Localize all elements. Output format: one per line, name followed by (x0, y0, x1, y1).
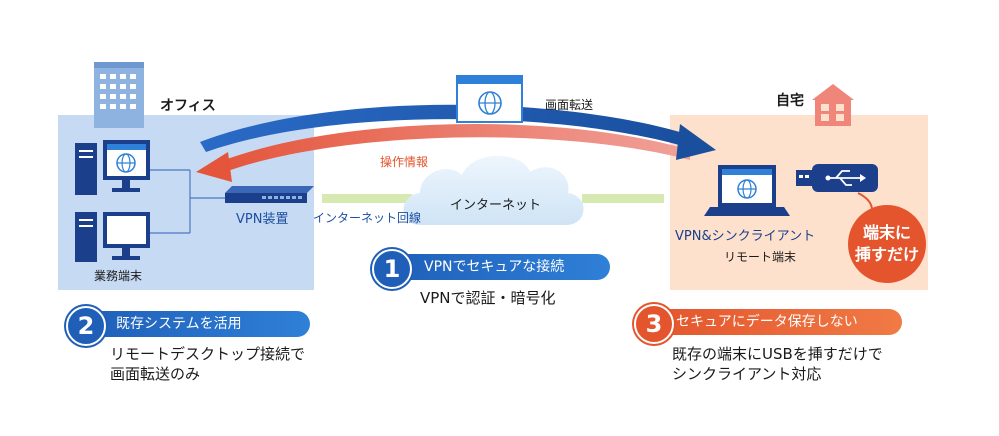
point1-number: 1 (372, 249, 412, 289)
vpn-thin-client-label: VPN&シンクライアント (675, 229, 816, 244)
business-terminal-label: 業務端末 (94, 269, 143, 283)
point1-title: VPNでセキュアな接続 (424, 259, 565, 275)
office-lan-lines (150, 169, 225, 234)
vpn-device-icon (225, 186, 314, 203)
desktop-pc-icon (75, 140, 150, 195)
business-terminal-icon (75, 212, 150, 262)
point2-title-pill: 既存システムを活用 (84, 311, 310, 337)
internet-line-left (322, 194, 412, 203)
badge-line2: 挿すだけ (854, 245, 919, 264)
point3-desc-line2: シンクライアント対応 (672, 365, 822, 383)
internet-cloud-icon (403, 155, 584, 225)
point3-title-pill: セキュアにデータ保存しない (652, 309, 902, 335)
point3-desc-line1: 既存の端末にUSBを挿すだけで (672, 345, 883, 363)
point3-title: セキュアにデータ保存しない (676, 314, 858, 330)
internet-line-label: インターネット回線 (313, 211, 422, 225)
internet-label: インターネット (450, 198, 542, 213)
house-icon (812, 84, 854, 126)
screen-transfer-label: 画面転送 (545, 98, 594, 112)
badge-line1: 端末に (862, 223, 911, 242)
operation-arrow (196, 123, 690, 182)
laptop-icon (704, 165, 790, 216)
point2-desc-line2: 画面転送のみ (110, 365, 201, 383)
browser-window-icon (456, 75, 523, 123)
vpn-device-label: VPN装置 (236, 212, 289, 227)
point2-title: 既存システムを活用 (116, 316, 242, 332)
remote-terminal-label: リモート端末 (724, 250, 797, 264)
screen-transfer-arrow (200, 104, 716, 160)
point2-number: 2 (66, 306, 106, 346)
usb-stick-icon (796, 164, 878, 192)
office-building-icon (94, 62, 144, 128)
badge-connector (857, 192, 873, 211)
insert-only-badge: 端末に 挿すだけ (848, 205, 926, 283)
point1-title-pill: VPNでセキュアな接続 (388, 254, 610, 280)
operation-info-label: 操作情報 (380, 155, 429, 169)
internet-line-right (582, 194, 664, 203)
office-label: オフィス (160, 98, 216, 114)
point2-desc-line1: リモートデスクトップ接続で (110, 345, 306, 363)
point3-number: 3 (634, 304, 674, 344)
home-label: 自宅 (776, 93, 804, 109)
point1-desc: VPNで認証・暗号化 (420, 289, 556, 307)
